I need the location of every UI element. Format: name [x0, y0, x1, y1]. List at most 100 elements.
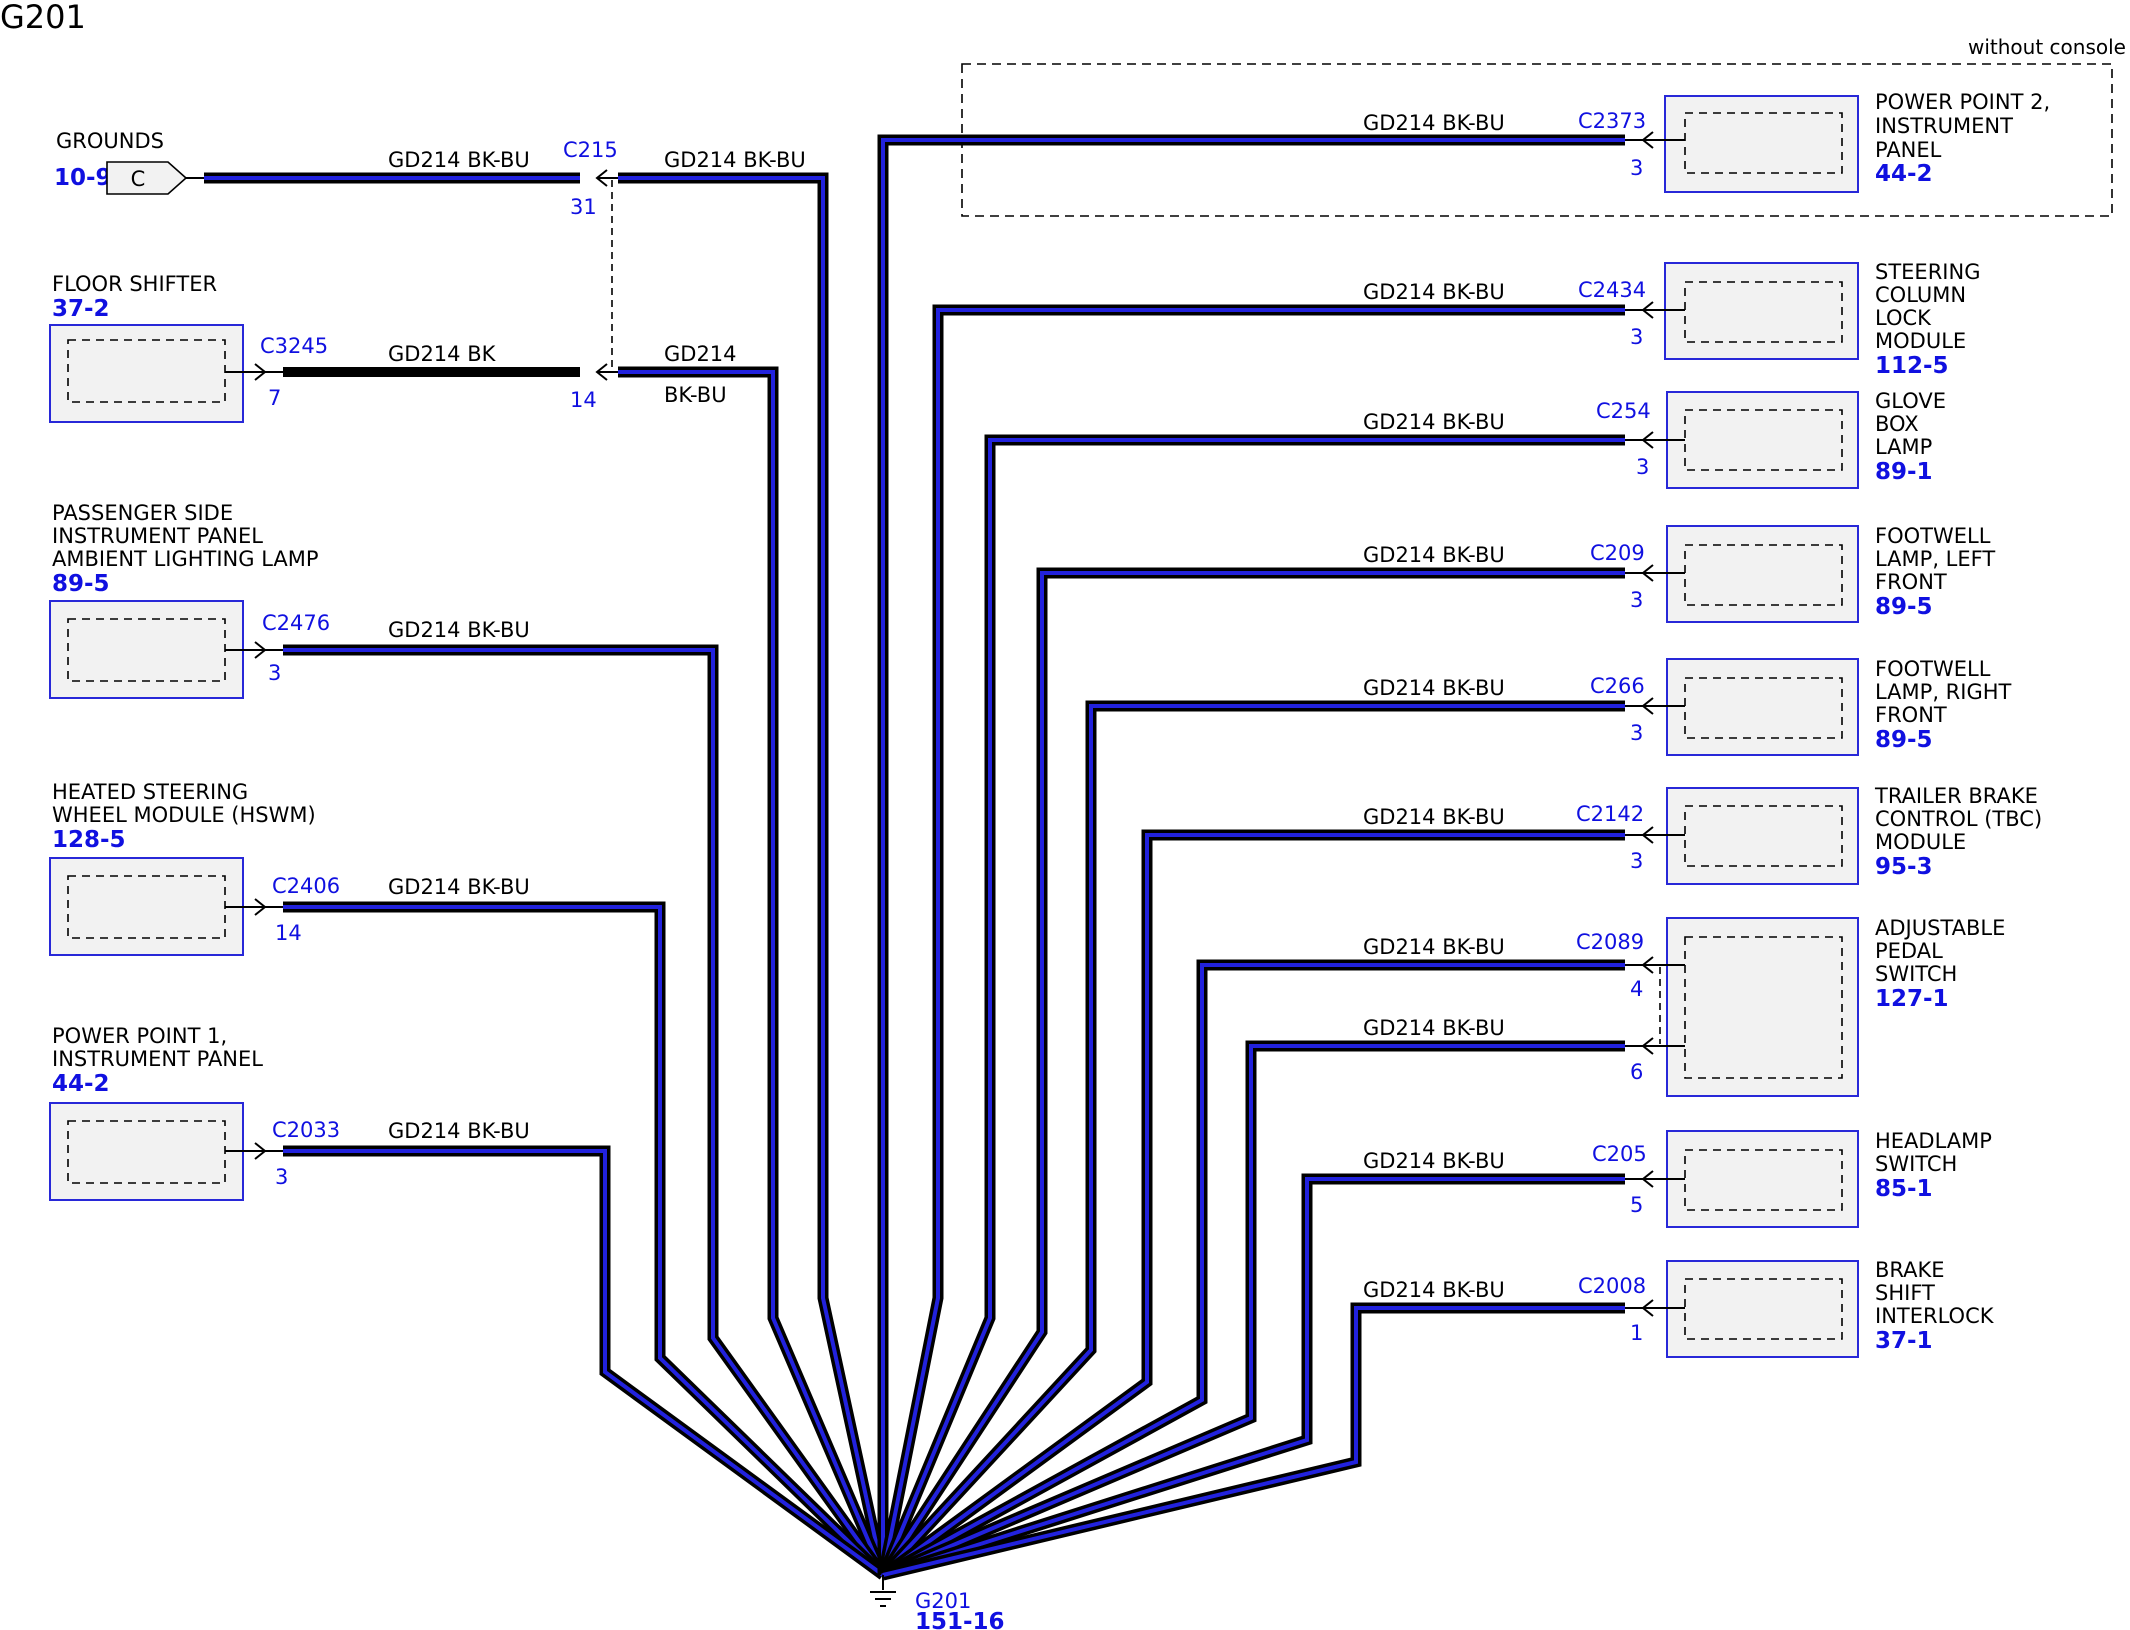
floor-shifter-component[interactable]: [49, 324, 244, 423]
connector-c2089[interactable]: C2089: [1576, 930, 1644, 954]
passenger-lamp-component[interactable]: [49, 600, 244, 699]
ground-name: G201: [915, 1589, 971, 1613]
footwell-right-ref[interactable]: 89-5: [1875, 727, 1933, 753]
brake-interlock-label-1: BRAKE: [1875, 1258, 1945, 1282]
steering-lock-pin: 3: [1630, 325, 1643, 349]
connector-c254[interactable]: C254: [1596, 399, 1651, 423]
pedal-switch-inner: [1684, 936, 1843, 1079]
wire-label-passenger-lamp: GD214 BK-BU: [388, 618, 530, 642]
floor-shifter-ref[interactable]: 37-2: [52, 296, 110, 322]
footwell-left-label-2: LAMP, LEFT: [1875, 547, 1995, 571]
tbc-ref[interactable]: 95-3: [1875, 854, 1933, 880]
footwell-left-inner: [1684, 544, 1843, 606]
steering-lock-label-2: COLUMN: [1875, 283, 1966, 307]
wire-label-pedal-switch-6: GD214 BK-BU: [1363, 1016, 1505, 1040]
tbc-component[interactable]: [1666, 787, 1859, 885]
grounds-ref[interactable]: 10-9: [54, 165, 112, 191]
pedal-switch-arrow-icon-6: [1641, 1037, 1654, 1055]
splice-pin-14: 14: [570, 388, 597, 412]
headlamp-switch-arrow-icon: [1641, 1170, 1654, 1188]
wire-label-split-2: BK-BU: [664, 383, 727, 407]
steering-lock-arrow-icon: [1641, 301, 1654, 319]
connector-c2434[interactable]: C2434: [1578, 278, 1646, 302]
hswm-pin: 14: [275, 921, 302, 945]
footwell-left-label-3: FRONT: [1875, 570, 1947, 594]
glove-box-label-2: BOX: [1875, 412, 1919, 436]
power-point-2-component[interactable]: [1664, 95, 1859, 193]
wire-label-pedal-switch-4: GD214 BK-BU: [1363, 935, 1505, 959]
connector-c209[interactable]: C209: [1590, 541, 1645, 565]
tbc-inner: [1684, 805, 1843, 867]
wire-label-floor-shifter: GD214 BK: [388, 342, 497, 366]
tbc-label-3: MODULE: [1875, 830, 1966, 854]
wire-label-power-point-1: GD214 BK-BU: [388, 1119, 530, 1143]
footwell-left-component[interactable]: [1666, 525, 1859, 623]
connector-c2373[interactable]: C2373: [1578, 109, 1646, 133]
hswm-ref[interactable]: 128-5: [52, 827, 126, 853]
connector-c2033[interactable]: C2033: [272, 1118, 340, 1142]
steering-lock-component[interactable]: [1664, 262, 1859, 360]
brake-interlock-label-2: SHIFT: [1875, 1281, 1935, 1305]
headlamp-switch-component[interactable]: [1666, 1130, 1859, 1228]
passenger-lamp-ref[interactable]: 89-5: [52, 571, 110, 597]
wire-label-power-point-2: GD214 BK-BU: [1363, 111, 1505, 135]
hswm-label-2: WHEEL MODULE (HSWM): [52, 803, 316, 827]
power-point-1-pin: 3: [275, 1165, 288, 1189]
connector-c2476[interactable]: C2476: [262, 611, 330, 635]
power-point-2-arrow-icon: [1641, 131, 1654, 149]
connector-c2406[interactable]: C2406: [272, 874, 340, 898]
footwell-left-ref[interactable]: 89-5: [1875, 594, 1933, 620]
grounds-symbol: C: [131, 167, 146, 191]
power-point-2-label-1: POWER POINT 2,: [1875, 90, 2050, 114]
footwell-left-label-1: FOOTWELL: [1875, 524, 1991, 548]
wire-label-headlamp-switch: GD214 BK-BU: [1363, 1149, 1505, 1173]
pedal-switch-ref[interactable]: 127-1: [1875, 986, 1949, 1012]
headlamp-switch-ref[interactable]: 85-1: [1875, 1176, 1933, 1202]
footwell-right-label-1: FOOTWELL: [1875, 657, 1991, 681]
steering-lock-ref[interactable]: 112-5: [1875, 353, 1949, 379]
footwell-right-component[interactable]: [1666, 658, 1859, 756]
wire-label-footwell-right: GD214 BK-BU: [1363, 676, 1505, 700]
power-point-1-component[interactable]: [49, 1102, 244, 1201]
brake-interlock-component[interactable]: [1666, 1260, 1859, 1358]
glove-box-ref[interactable]: 89-1: [1875, 459, 1933, 485]
wire-label-tbc: GD214 BK-BU: [1363, 805, 1505, 829]
passenger-lamp-arrow-icon: [254, 641, 267, 659]
connector-c2142[interactable]: C2142: [1576, 802, 1644, 826]
steering-lock-inner: [1684, 281, 1843, 343]
brake-interlock-label-3: INTERLOCK: [1875, 1304, 1995, 1328]
power-point-1-ref[interactable]: 44-2: [52, 1071, 110, 1097]
connector-c205[interactable]: C205: [1592, 1142, 1647, 1166]
passenger-lamp-label-1: PASSENGER SIDE: [52, 501, 233, 525]
connector-c3245[interactable]: C3245: [260, 334, 328, 358]
wire-label-brake-interlock: GD214 BK-BU: [1363, 1278, 1505, 1302]
splice-c215[interactable]: C215: [563, 138, 618, 162]
glove-box-component[interactable]: [1666, 391, 1859, 489]
floor-shifter-label: FLOOR SHIFTER: [52, 272, 217, 296]
brake-interlock-ref[interactable]: 37-1: [1875, 1328, 1933, 1354]
tbc-pin: 3: [1630, 849, 1643, 873]
power-point-1-label-2: INSTRUMENT PANEL: [52, 1047, 263, 1071]
tbc-label-2: CONTROL (TBC): [1875, 807, 2042, 831]
hswm-component[interactable]: [49, 857, 244, 956]
wire-label-footwell-left: GD214 BK-BU: [1363, 543, 1505, 567]
pedal-switch-label-3: SWITCH: [1875, 962, 1957, 986]
tbc-label-1: TRAILER BRAKE: [1874, 784, 2038, 808]
floor-shifter-pin: 7: [268, 386, 281, 410]
connector-c2008[interactable]: C2008: [1578, 1274, 1646, 1298]
pedal-switch-component[interactable]: [1666, 917, 1859, 1097]
connector-c266[interactable]: C266: [1590, 674, 1645, 698]
brake-interlock-inner: [1684, 1278, 1843, 1340]
page-title: G201: [0, 0, 86, 36]
pedal-switch-arrow-icon-4: [1641, 956, 1654, 974]
brake-interlock-pin: 1: [1630, 1321, 1643, 1345]
steering-lock-label-1: STEERING: [1875, 260, 1980, 284]
power-point-2-pin: 3: [1630, 156, 1643, 180]
ground-ref[interactable]: 151-16: [915, 1609, 1005, 1630]
footwell-right-arrow-icon: [1641, 697, 1654, 715]
passenger-lamp-label-3: AMBIENT LIGHTING LAMP: [52, 547, 319, 571]
wire-label-glove-box: GD214 BK-BU: [1363, 410, 1505, 434]
power-point-2-ref[interactable]: 44-2: [1875, 161, 1933, 187]
headlamp-switch-inner: [1684, 1149, 1843, 1211]
